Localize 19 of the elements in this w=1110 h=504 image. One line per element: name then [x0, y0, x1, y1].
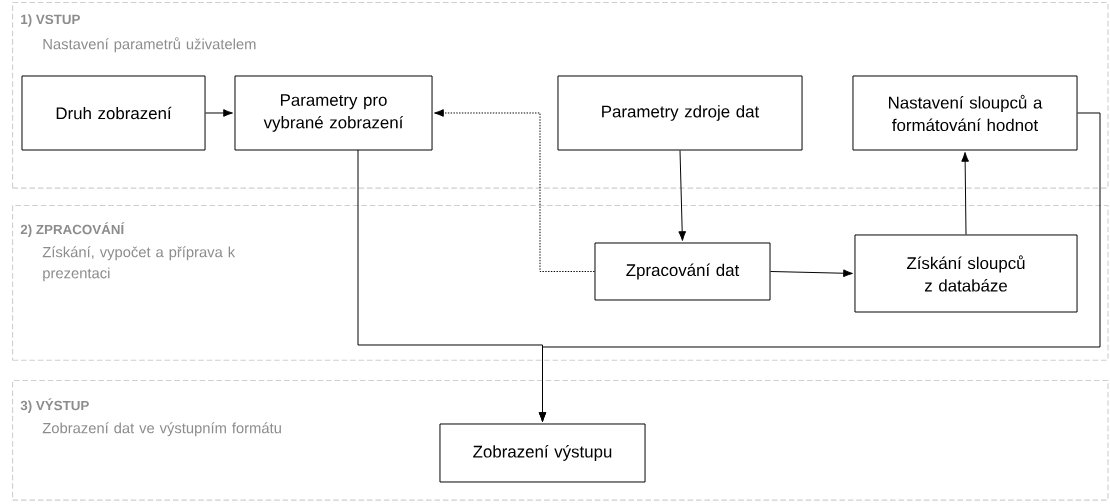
process-box: Nastavení sloupců a formátování hodnot	[852, 75, 1078, 151]
arrow	[205, 109, 233, 117]
process-box: Zobrazení výstupu	[439, 423, 646, 483]
section-heading: 2) ZPRACOVÁNÍ	[20, 222, 125, 237]
process-box: Druh zobrazení	[21, 75, 206, 151]
section-subtitle: Nastavení parametrů uživatelem	[43, 37, 256, 53]
section-heading: 3) VÝSTUP	[20, 398, 89, 413]
process-box: Zpracování dat	[594, 242, 771, 301]
process-box: Získání sloupců z databáze	[854, 234, 1078, 313]
dotted-arrow	[434, 109, 595, 272]
section-subtitle: Zobrazení dat ve výstupním formátu	[42, 422, 281, 437]
arrow	[770, 269, 853, 278]
arrow	[961, 152, 969, 235]
arrow	[678, 150, 687, 241]
section-heading: 1) VSTUP	[21, 14, 80, 27]
process-box: Parametry zdroje dat	[557, 75, 803, 151]
process-box: Parametry pro vybrané zobrazení	[234, 75, 433, 151]
section-subtitle: Získání, vypočet a příprava k prezentaci	[42, 246, 236, 282]
arrow	[538, 112, 1101, 422]
